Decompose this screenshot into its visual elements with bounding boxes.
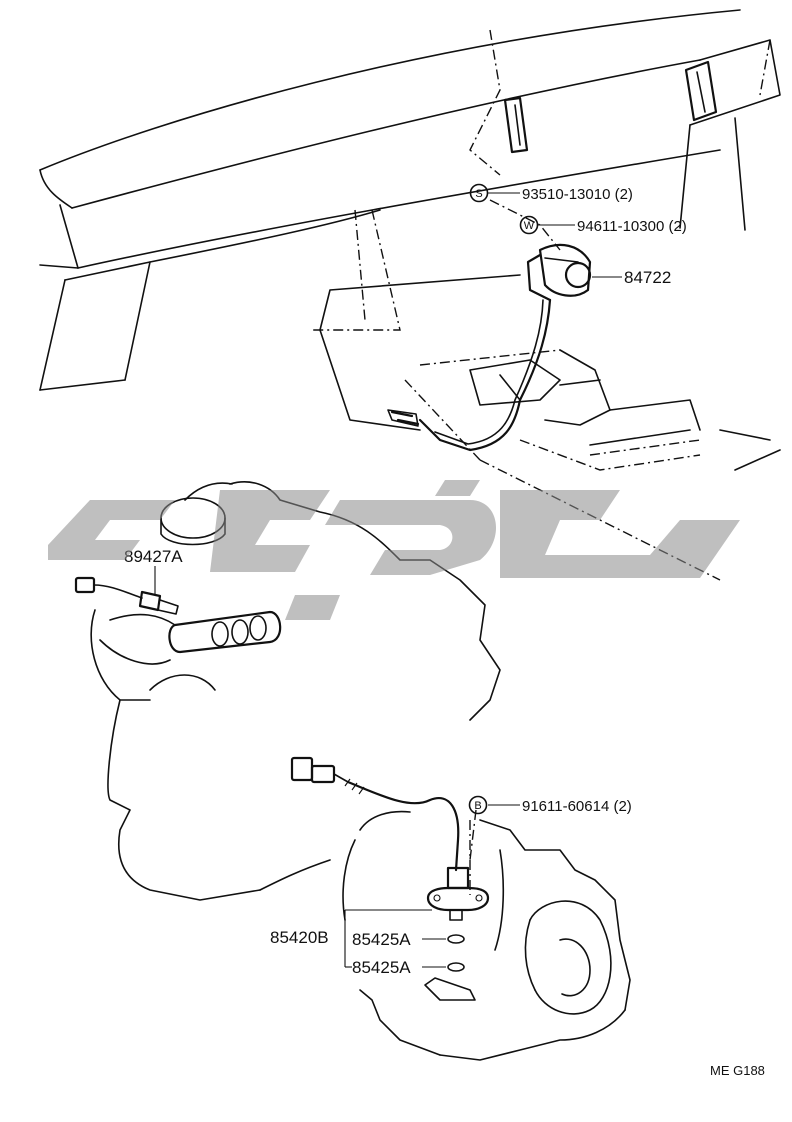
label-84722: 84722 [624,268,671,287]
oil-pressure-sensor [74,566,179,615]
transmission-outline [342,810,631,1061]
label-85420B: 85420B [270,928,329,947]
dashboard-outline [39,9,781,581]
leader-dash-top [489,199,561,251]
speedometer-drive-unit [387,243,592,452]
figure-code: ME G188 [710,1063,765,1078]
label-91611-60614: 91611-60614 (2) [522,798,632,815]
symbol-s-icon: S [469,183,489,203]
symbol-w-icon: W [519,215,539,235]
label-94611-10300: 94611-10300 (2) [577,218,687,235]
bracket-leaders [344,804,520,968]
svg-text:B: B [474,800,481,812]
svg-text:S: S [475,188,482,200]
label-89427A: 89427A [124,547,183,566]
svg-text:W: W [524,220,535,232]
watermark-logo [48,480,740,620]
label-85425A-1: 85425A [352,930,411,949]
speed-sensor-assembly [290,756,490,972]
engine-outline [90,481,501,901]
symbol-b-icon: B [468,795,488,815]
label-93510-13010: 93510-13010 (2) [522,186,633,203]
label-85425A-2: 85425A [352,958,411,977]
